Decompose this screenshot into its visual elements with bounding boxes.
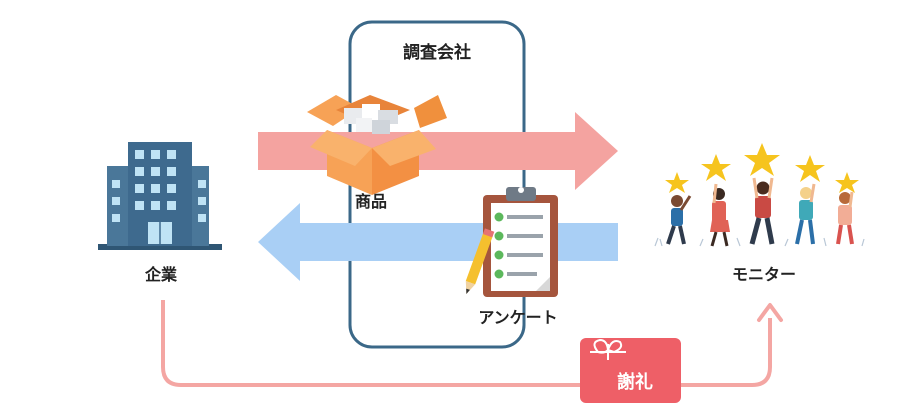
- survey-flow-arrow: [258, 203, 618, 281]
- company-label: 企業: [144, 265, 178, 284]
- survey-label: アンケート: [478, 308, 557, 327]
- monitor-label: モニター: [732, 265, 796, 284]
- product-flow-arrow: [258, 112, 618, 190]
- people-with-stars-icon: [654, 143, 865, 247]
- clipboard-checklist-icon: [465, 187, 558, 297]
- reward-arrowhead: [757, 303, 783, 322]
- office-building-icon: [98, 142, 222, 250]
- cardboard-box-icon: [307, 95, 447, 195]
- product-label: 商品: [355, 192, 387, 211]
- research-company-title: 調査会社: [403, 42, 471, 63]
- reward-flow-path: [161, 300, 772, 387]
- gift-card-icon: [580, 338, 681, 403]
- reward-label: 謝礼: [617, 371, 653, 393]
